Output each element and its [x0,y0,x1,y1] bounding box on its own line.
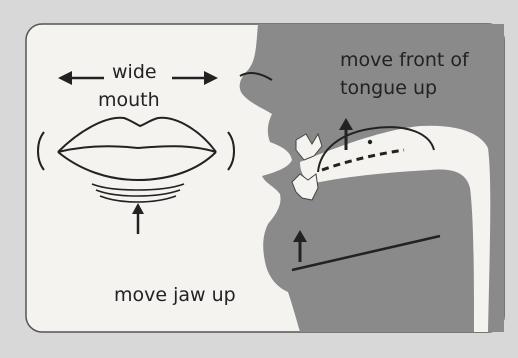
label-wide: wide [112,62,157,83]
label-mouth: mouth [98,90,160,111]
tongue-dot [368,140,372,144]
label-move-front-of: move front of [340,50,469,71]
label-move-jaw-up: move jaw up [114,285,236,306]
label-tongue-up: tongue up [340,78,437,99]
